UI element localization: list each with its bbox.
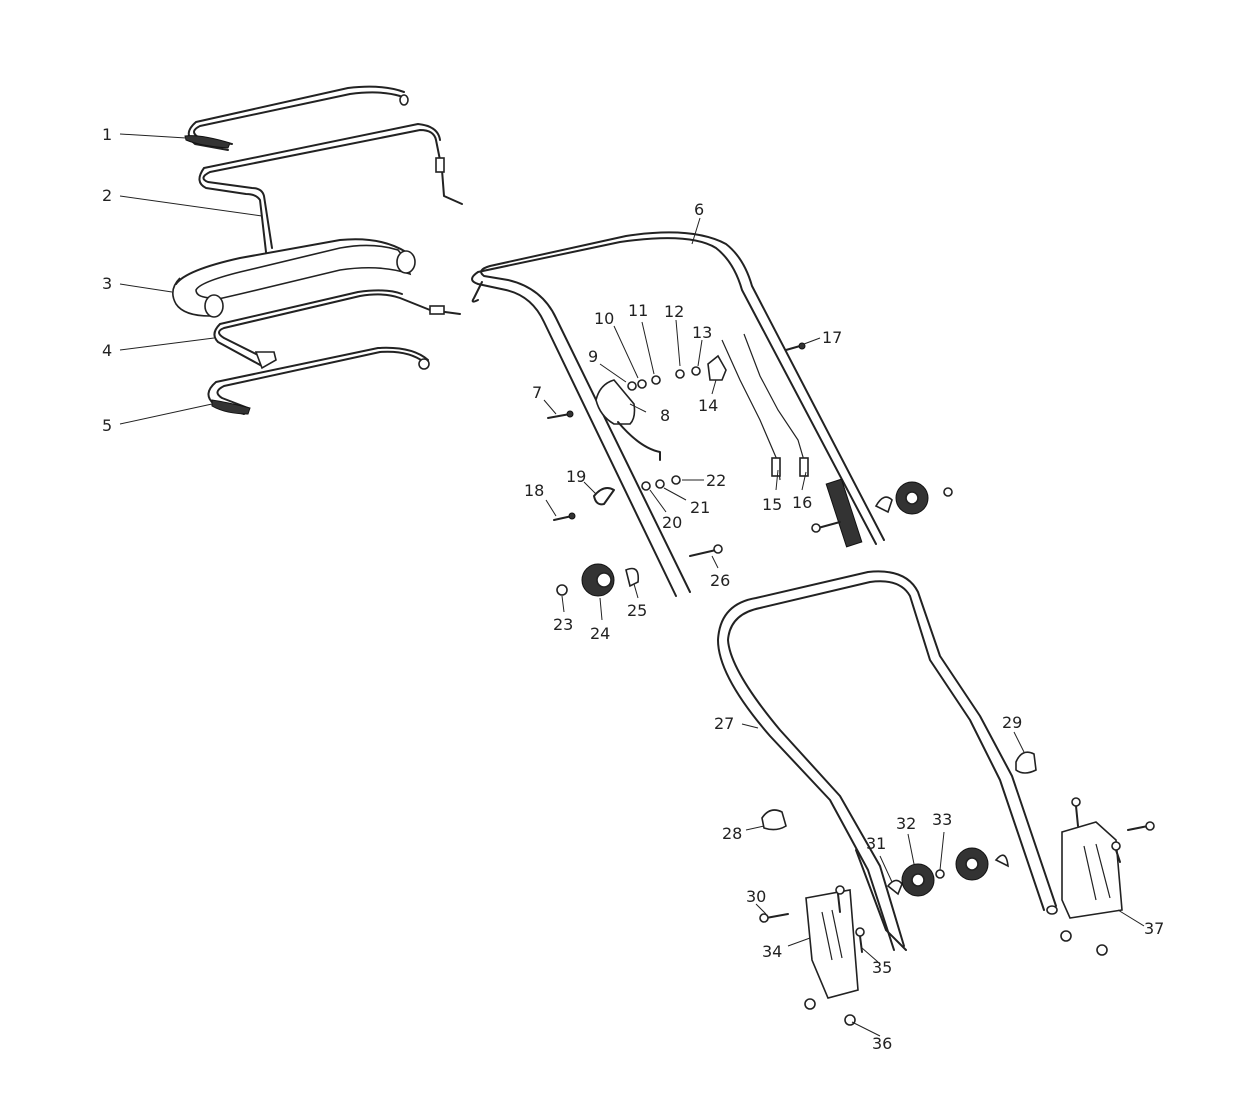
- callout-12: 12: [664, 302, 684, 321]
- part-5-lower-bail: [207, 346, 430, 415]
- callout-10: 10: [594, 309, 614, 328]
- callout-numbers: 1 2 3 4 5 6 7 8 9 10 11 12 13 14 15 16 1…: [102, 125, 1164, 1053]
- callout-18: 18: [524, 481, 544, 500]
- callout-24: 24: [590, 624, 610, 643]
- callout-9: 9: [588, 347, 598, 366]
- part-6-upper-handle: [471, 231, 885, 597]
- callout-21: 21: [690, 498, 710, 517]
- callout-25: 25: [627, 601, 647, 620]
- callout-19: 19: [566, 467, 586, 486]
- callout-4: 4: [102, 341, 112, 360]
- callout-36: 36: [872, 1034, 892, 1053]
- callout-8: 8: [660, 406, 670, 425]
- callout-28: 28: [722, 824, 742, 843]
- callout-2: 2: [102, 186, 112, 205]
- callout-33: 33: [932, 810, 952, 829]
- part-4-lower-wire: [213, 289, 461, 370]
- part-27-lower-handle: [717, 570, 1058, 951]
- part-2-wire-bail: [198, 123, 463, 253]
- callout-31: 31: [866, 834, 886, 853]
- callout-37: 37: [1144, 919, 1164, 938]
- callout-13: 13: [692, 323, 712, 342]
- knobs-upper: [581, 481, 953, 597]
- callout-20: 20: [662, 513, 682, 532]
- leader-lines: [119, 133, 1145, 1037]
- callout-1: 1: [102, 125, 112, 144]
- callout-17: 17: [822, 328, 842, 347]
- callout-6: 6: [694, 200, 704, 219]
- callout-32: 32: [896, 814, 916, 833]
- lower-hardware: [759, 751, 1155, 1026]
- callout-5: 5: [102, 416, 112, 435]
- callout-16: 16: [792, 493, 812, 512]
- callout-22: 22: [706, 471, 726, 490]
- part-14-bracket: [707, 354, 727, 381]
- callout-7: 7: [532, 383, 542, 402]
- parts-15-16-cables: [721, 333, 809, 481]
- callout-14: 14: [698, 396, 718, 415]
- part-1-bail-bar: [184, 85, 409, 151]
- callout-35: 35: [872, 958, 892, 977]
- callout-3: 3: [102, 274, 112, 293]
- fasteners-upper: [547, 342, 841, 596]
- callout-30: 30: [746, 887, 766, 906]
- callout-34: 34: [762, 942, 782, 961]
- callout-11: 11: [628, 301, 648, 320]
- callout-15: 15: [762, 495, 782, 514]
- callout-27: 27: [714, 714, 734, 733]
- callout-23: 23: [553, 615, 573, 634]
- callout-29: 29: [1002, 713, 1022, 732]
- part-3-grip-tube: [172, 238, 416, 318]
- part-8-control-lever: [595, 379, 661, 461]
- callout-26: 26: [710, 571, 730, 590]
